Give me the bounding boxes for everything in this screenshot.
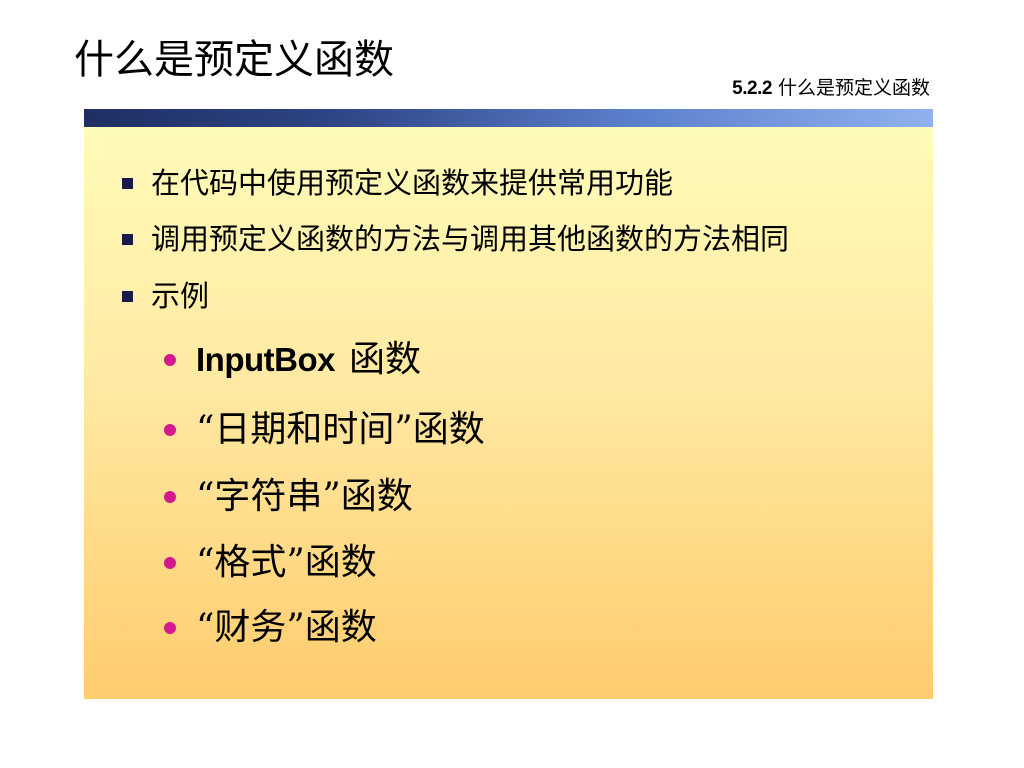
bullet-item: 在代码中使用预定义函数来提供常用功能 xyxy=(122,163,673,203)
example-text: InputBox 函数 xyxy=(196,336,421,384)
round-bullet-icon xyxy=(164,491,176,503)
example-text: “字符串”函数 xyxy=(196,476,413,517)
example-function-name: InputBox xyxy=(196,341,335,378)
example-text: “财务”函数 xyxy=(196,607,377,648)
example-item: “字符串”函数 xyxy=(164,473,413,521)
example-item: “日期和时间”函数 xyxy=(164,406,485,454)
example-item: “财务”函数 xyxy=(164,604,377,652)
example-suffix: 函数 xyxy=(348,339,421,380)
bullet-text: 在代码中使用预定义函数来提供常用功能 xyxy=(151,166,674,200)
bullet-text: 示例 xyxy=(151,279,210,313)
square-bullet-icon xyxy=(122,233,133,245)
bullet-item: 调用预定义函数的方法与调用其他函数的方法相同 xyxy=(122,219,789,259)
example-item: “格式”函数 xyxy=(164,539,377,587)
section-label: 5.2.2 什么是预定义函数 xyxy=(732,75,930,102)
content-panel xyxy=(84,127,933,699)
example-text: “日期和时间”函数 xyxy=(196,409,485,450)
section-number: 5.2.2 xyxy=(732,78,772,99)
bullet-item: 示例 xyxy=(122,276,209,316)
square-bullet-icon xyxy=(122,290,133,302)
round-bullet-icon xyxy=(164,424,176,436)
square-bullet-icon xyxy=(122,177,133,189)
round-bullet-icon xyxy=(164,622,176,634)
example-item: InputBox 函数 xyxy=(164,336,421,384)
round-bullet-icon xyxy=(164,557,176,569)
section-title: 什么是预定义函数 xyxy=(777,77,930,99)
round-bullet-icon xyxy=(164,354,176,366)
bullet-text: 调用预定义函数的方法与调用其他函数的方法相同 xyxy=(151,222,790,256)
header-bar xyxy=(84,109,933,127)
example-text: “格式”函数 xyxy=(196,542,377,583)
slide-title: 什么是预定义函数 xyxy=(74,37,394,83)
